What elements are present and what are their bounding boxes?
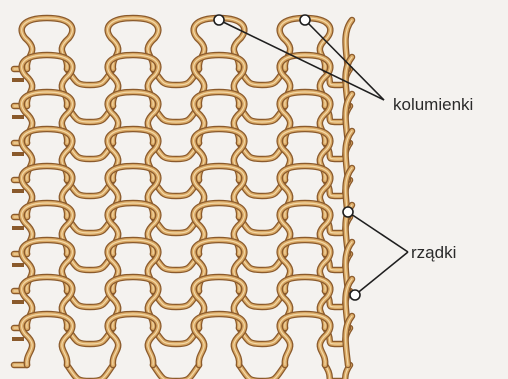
courses-label: rządki bbox=[411, 243, 456, 262]
stitch-r0-w0-fill bbox=[22, 18, 73, 69]
courses-marker-1 bbox=[343, 207, 353, 217]
courses-leader-line-2 bbox=[355, 252, 408, 295]
knitted-fabric bbox=[12, 18, 352, 379]
wales-label: kolumienki bbox=[393, 95, 473, 114]
course-8-sinker-1-fill bbox=[153, 365, 199, 379]
course-8-sinker-2-fill bbox=[239, 365, 285, 379]
courses-leader-line-1 bbox=[348, 212, 408, 252]
courses-marker-2 bbox=[350, 290, 360, 300]
wales-marker-1 bbox=[214, 15, 224, 25]
stitch-r0-w1-fill bbox=[108, 18, 159, 69]
wales-marker-2 bbox=[300, 15, 310, 25]
course-8-sinker-0-fill bbox=[67, 365, 113, 379]
